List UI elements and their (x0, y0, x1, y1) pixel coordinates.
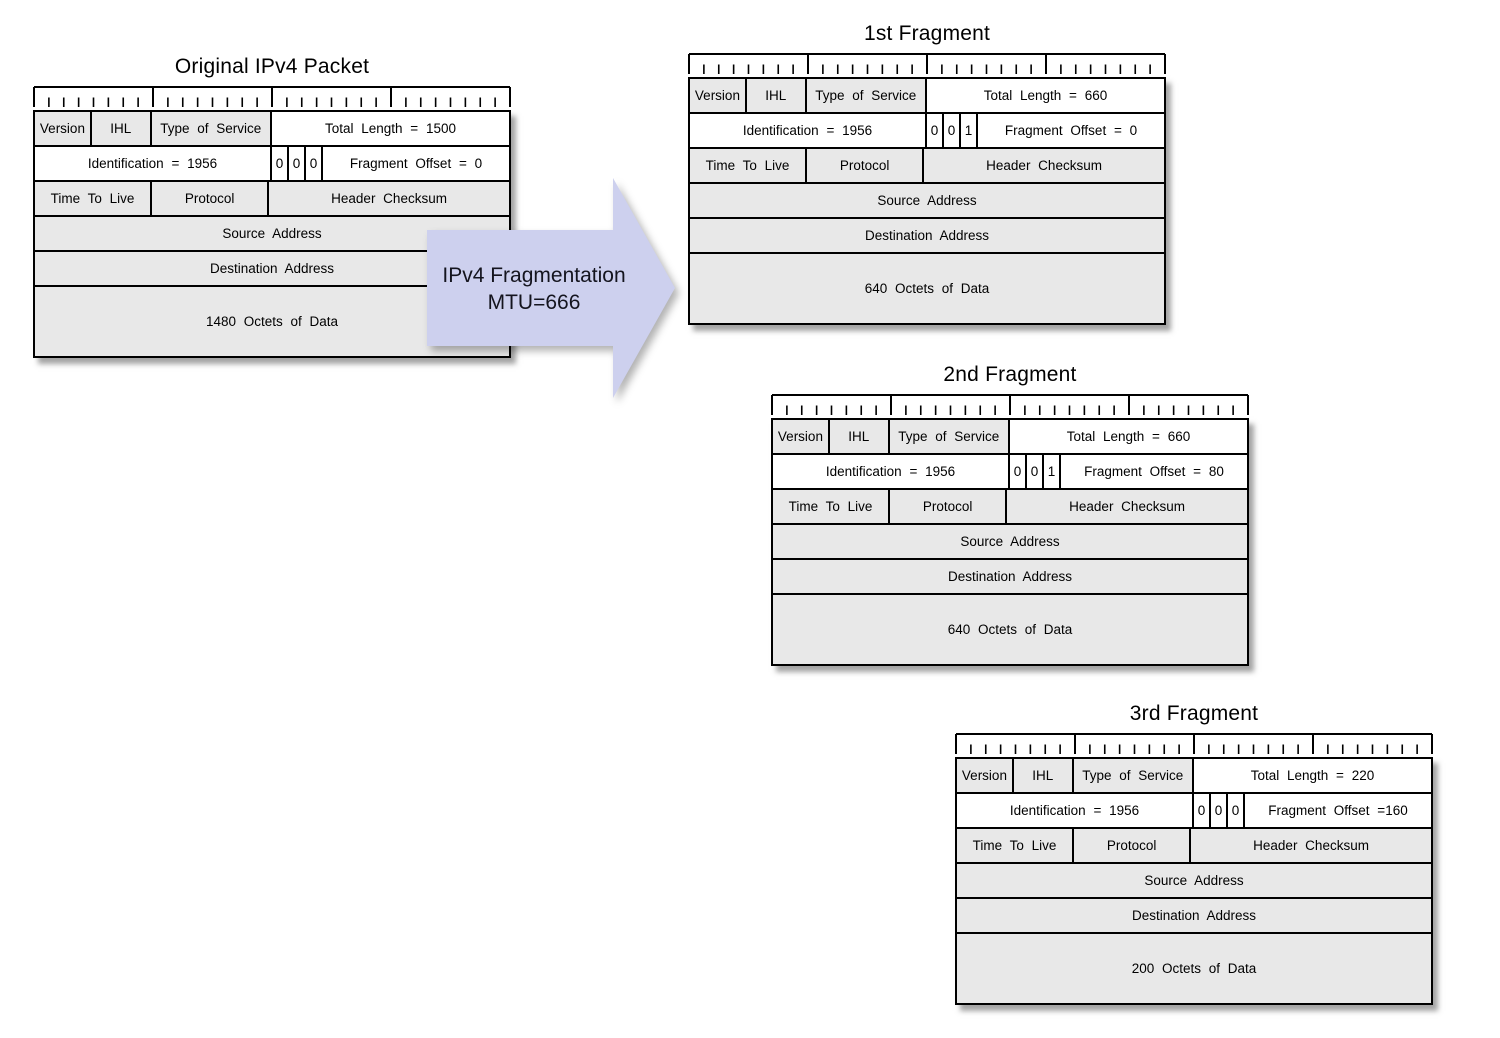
field-payload-octets: 200 Octets of Data (957, 934, 1431, 1003)
field-type-of-service: Type of Service (151, 112, 272, 145)
field-identification: Identification = 1956 (35, 147, 272, 180)
field-version: Version (690, 79, 747, 112)
packet-diagram: 3rd Fragment Version IHL Type of Service… (955, 701, 1433, 1005)
flag-reserved: 0 (272, 147, 289, 180)
header-row-2: Identification = 1956 0 0 0 Fragment Off… (35, 147, 509, 182)
field-payload-octets: 640 Octets of Data (690, 254, 1164, 323)
field-fragment-offset: Fragment Offset =160 (1245, 794, 1431, 827)
flag-more-fragments: 1 (961, 114, 978, 147)
field-type-of-service: Type of Service (889, 420, 1010, 453)
field-identification: Identification = 1956 (957, 794, 1194, 827)
field-type-of-service: Type of Service (806, 79, 927, 112)
bit-ruler-icon (771, 394, 1249, 416)
header-row-3: Time To Live Protocol Header Checksum (773, 490, 1247, 525)
flag-dont-fragment: 0 (1027, 455, 1044, 488)
packet-diagram: 1st Fragment Version IHL Type of Service… (688, 21, 1166, 325)
field-fragment-offset: Fragment Offset = 0 (323, 147, 509, 180)
field-identification: Identification = 1956 (773, 455, 1010, 488)
flag-dont-fragment: 0 (1211, 794, 1228, 827)
field-source-address: Source Address (690, 184, 1164, 217)
flag-reserved: 0 (1194, 794, 1211, 827)
field-fragment-offset: Fragment Offset = 0 (978, 114, 1164, 147)
field-destination-address: Destination Address (773, 560, 1247, 593)
field-total-length: Total Length = 660 (926, 79, 1164, 112)
packet-diagram: 2nd Fragment Version IHL Type of Service… (771, 362, 1249, 666)
header-row-3: Time To Live Protocol Header Checksum (690, 149, 1164, 184)
header-row-1: Version IHL Type of Service Total Length… (957, 759, 1431, 794)
packet-title: Original IPv4 Packet (174, 55, 370, 78)
header-row-source: Source Address (957, 864, 1431, 899)
header-row-source: Source Address (690, 184, 1164, 219)
header-row-1: Version IHL Type of Service Total Length… (35, 112, 509, 147)
field-destination-address: Destination Address (957, 899, 1431, 932)
flag-reserved: 0 (927, 114, 944, 147)
header-row-1: Version IHL Type of Service Total Length… (690, 79, 1164, 114)
data-row: 640 Octets of Data (690, 254, 1164, 323)
header-row-1: Version IHL Type of Service Total Length… (773, 420, 1247, 455)
fragmentation-arrow (427, 178, 675, 398)
field-total-length: Total Length = 220 (1193, 759, 1431, 792)
field-ihl: IHL (91, 112, 152, 145)
header-row-destination: Destination Address (773, 560, 1247, 595)
packet-title: 2nd Fragment (943, 363, 1077, 386)
field-type-of-service: Type of Service (1073, 759, 1194, 792)
data-row: 200 Octets of Data (957, 934, 1431, 1003)
field-ihl: IHL (829, 420, 890, 453)
field-header-checksum: Header Checksum (1007, 490, 1247, 523)
header-row-3: Time To Live Protocol Header Checksum (35, 182, 509, 217)
fragmentation-arrow-label: IPv4 Fragmentation MTU=666 (427, 262, 641, 316)
flag-dont-fragment: 0 (944, 114, 961, 147)
bit-ruler-icon (955, 733, 1433, 755)
field-source-address: Source Address (773, 525, 1247, 558)
packet-title: 1st Fragment (863, 22, 991, 45)
field-protocol: Protocol (1074, 829, 1192, 862)
arrow-label-line2: MTU=666 (487, 291, 581, 314)
flag-reserved: 0 (1010, 455, 1027, 488)
field-header-checksum: Header Checksum (1191, 829, 1431, 862)
header-row-destination: Destination Address (957, 899, 1431, 934)
bit-ruler-icon (688, 53, 1166, 75)
header-row-2: Identification = 1956 0 0 1 Fragment Off… (690, 114, 1164, 149)
header-row-2: Identification = 1956 0 0 0 Fragment Off… (957, 794, 1431, 829)
arrow-label-line1: IPv4 Fragmentation (442, 264, 626, 287)
packet-header-table: Version IHL Type of Service Total Length… (955, 757, 1433, 1005)
flag-more-fragments: 0 (1228, 794, 1245, 827)
header-row-3: Time To Live Protocol Header Checksum (957, 829, 1431, 864)
field-protocol: Protocol (152, 182, 270, 215)
fragmentation-arrow-shape (427, 178, 675, 398)
packet-header-table: Version IHL Type of Service Total Length… (771, 418, 1249, 666)
field-fragment-offset: Fragment Offset = 80 (1061, 455, 1247, 488)
field-time-to-live: Time To Live (690, 149, 808, 182)
field-source-address: Source Address (957, 864, 1431, 897)
header-row-source: Source Address (773, 525, 1247, 560)
field-destination-address: Destination Address (690, 219, 1164, 252)
field-payload-octets: 640 Octets of Data (773, 595, 1247, 664)
field-protocol: Protocol (890, 490, 1008, 523)
header-row-2: Identification = 1956 0 0 1 Fragment Off… (773, 455, 1247, 490)
field-header-checksum: Header Checksum (269, 182, 509, 215)
bit-ruler-icon (33, 86, 511, 108)
field-version: Version (35, 112, 92, 145)
field-version: Version (773, 420, 830, 453)
data-row: 640 Octets of Data (773, 595, 1247, 664)
field-total-length: Total Length = 660 (1009, 420, 1247, 453)
packet-header-table: Version IHL Type of Service Total Length… (688, 77, 1166, 325)
flag-more-fragments: 1 (1044, 455, 1061, 488)
field-time-to-live: Time To Live (957, 829, 1075, 862)
field-ihl: IHL (1013, 759, 1074, 792)
header-row-destination: Destination Address (690, 219, 1164, 254)
packet-title: 3rd Fragment (1129, 702, 1259, 725)
field-total-length: Total Length = 1500 (271, 112, 509, 145)
flag-dont-fragment: 0 (289, 147, 306, 180)
field-header-checksum: Header Checksum (924, 149, 1164, 182)
field-identification: Identification = 1956 (690, 114, 927, 147)
field-time-to-live: Time To Live (773, 490, 891, 523)
field-ihl: IHL (746, 79, 807, 112)
field-protocol: Protocol (807, 149, 925, 182)
field-version: Version (957, 759, 1014, 792)
flag-more-fragments: 0 (306, 147, 323, 180)
field-time-to-live: Time To Live (35, 182, 153, 215)
